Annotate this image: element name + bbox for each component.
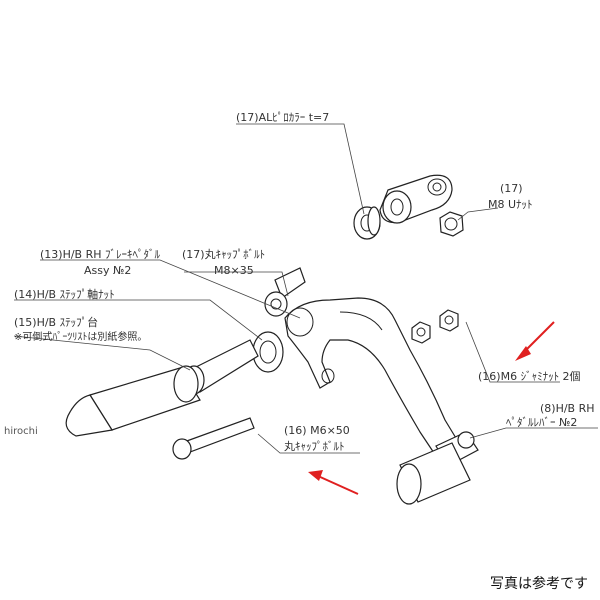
cap-bolt-m6-part <box>172 417 255 460</box>
label-brake-pedal-line2: Assy №2 <box>84 264 131 277</box>
footer-note: 写真は参考です <box>490 575 588 592</box>
arrow-jam-nut <box>515 321 555 361</box>
u-nut-part <box>439 211 464 237</box>
label-pedal-lever-line2: ﾍﾟﾀﾞﾙﾚﾊﾞｰ №2 <box>506 416 577 429</box>
leader-lines <box>13 123 598 454</box>
pedal-lever-part <box>396 431 479 505</box>
label-jam-nut: (16)M6 ｼﾞｬﾐﾅｯﾄ 2個 <box>478 370 581 383</box>
label-cap-bolt-m6-line2: 丸ｷｬｯﾌﾟﾎﾞﾙﾄ <box>284 440 345 453</box>
watermark: hirochi <box>4 426 38 437</box>
label-step-shaft-nut: (14)H/B ｽﾃｯﾌﾟ軸ﾅｯﾄ <box>14 287 115 301</box>
footpeg-part <box>65 339 259 437</box>
label-alu-collar: (17)ALﾋﾟﾛｶﾗｰ t=7 <box>236 111 329 124</box>
label-pedal-lever-line1: (8)H/B RH <box>540 402 595 415</box>
label-step-base-line2: ※可倒式ﾊﾟｰﾂﾘｽﾄは別紙参照。 <box>14 330 147 343</box>
label-u-nut-name: M8 Uﾅｯﾄ <box>488 198 533 211</box>
label-cap-bolt-m8-line2: M8×35 <box>214 264 254 277</box>
label-brake-pedal-line1: (13)H/B RH ﾌﾞﾚｰｷﾍﾟﾀﾞﾙ <box>40 248 161 261</box>
step-shaft-nut-part <box>252 331 284 373</box>
arrow-cap-bolt-m6 <box>308 470 359 495</box>
label-cap-bolt-m6-line1: (16) M6×50 <box>284 424 350 437</box>
alu-collar-part <box>353 206 381 240</box>
link-rod-end-part <box>379 174 453 224</box>
label-cap-bolt-m8-line1: (17)丸ｷｬｯﾌﾟﾎﾞﾙﾄ <box>182 248 265 261</box>
label-step-base-line1: (15)H/B ｽﾃｯﾌﾟ台 <box>14 315 98 329</box>
jam-nut-part <box>411 309 459 344</box>
brake-pedal-arm-part <box>284 297 463 463</box>
label-u-nut-number: (17) <box>500 182 523 195</box>
